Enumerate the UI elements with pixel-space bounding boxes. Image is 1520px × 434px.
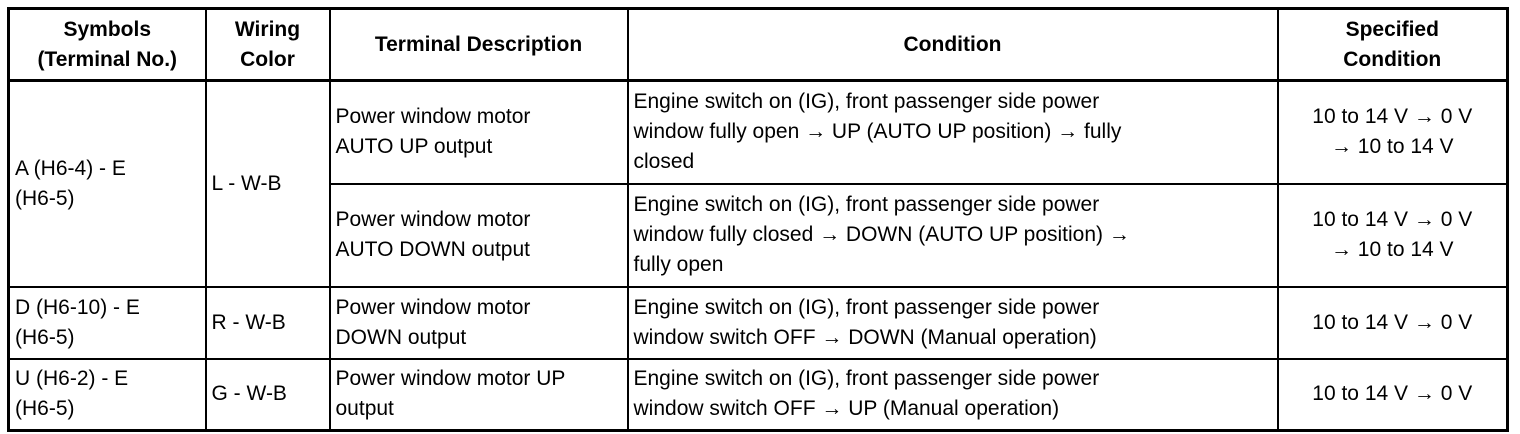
- condition-cell: Engine switch on (IG), front passenger s…: [626, 285, 1279, 360]
- header-wiring-color: Wiring Color: [204, 7, 331, 82]
- header-row: Symbols (Terminal No.) Wiring Color Term…: [7, 7, 1509, 82]
- description-cell: Power window motor AUTO DOWN output: [328, 182, 629, 288]
- specified-condition-cell: 10 to 14 V → 0 V: [1276, 285, 1509, 360]
- header-condition: Condition: [626, 7, 1279, 82]
- specified-condition-cell: 10 to 14 V → 0 V → 10 to 14 V: [1276, 182, 1509, 288]
- symbols-cell: A (H6-4) - E (H6-5): [7, 79, 207, 288]
- symbols-cell: D (H6-10) - E (H6-5): [7, 285, 207, 360]
- symbols-cell: U (H6-2) - E (H6-5): [7, 357, 207, 432]
- header-terminal-description: Terminal Description: [328, 7, 629, 82]
- header-symbols: Symbols (Terminal No.): [7, 7, 207, 82]
- table-row: U (H6-2) - E (H6-5) G - W-B Power window…: [7, 357, 1509, 432]
- condition-cell: Engine switch on (IG), front passenger s…: [626, 357, 1279, 432]
- description-cell: Power window motor UP output: [328, 357, 629, 432]
- condition-cell: Engine switch on (IG), front passenger s…: [626, 79, 1279, 185]
- description-cell: Power window motor AUTO UP output: [328, 79, 629, 185]
- wiring-color-cell: L - W-B: [204, 79, 331, 288]
- table-row: D (H6-10) - E (H6-5) R - W-B Power windo…: [7, 285, 1509, 360]
- wiring-color-cell: R - W-B: [204, 285, 331, 360]
- table-row: Power window motor AUTO DOWN output Engi…: [9, 182, 1509, 288]
- header-specified-condition: Specified Condition: [1276, 7, 1509, 82]
- table-row: A (H6-4) - E (H6-5) L - W-B Power window…: [7, 79, 1509, 288]
- condition-cell: Engine switch on (IG), front passenger s…: [626, 182, 1279, 288]
- description-cell: Power window motor DOWN output: [328, 285, 629, 360]
- specified-condition-cell: 10 to 14 V → 0 V → 10 to 14 V: [1276, 79, 1509, 185]
- wiring-color-cell: G - W-B: [204, 357, 331, 432]
- terminal-spec-table: Symbols (Terminal No.) Wiring Color Term…: [7, 7, 1509, 432]
- specified-condition-cell: 10 to 14 V → 0 V: [1276, 357, 1509, 432]
